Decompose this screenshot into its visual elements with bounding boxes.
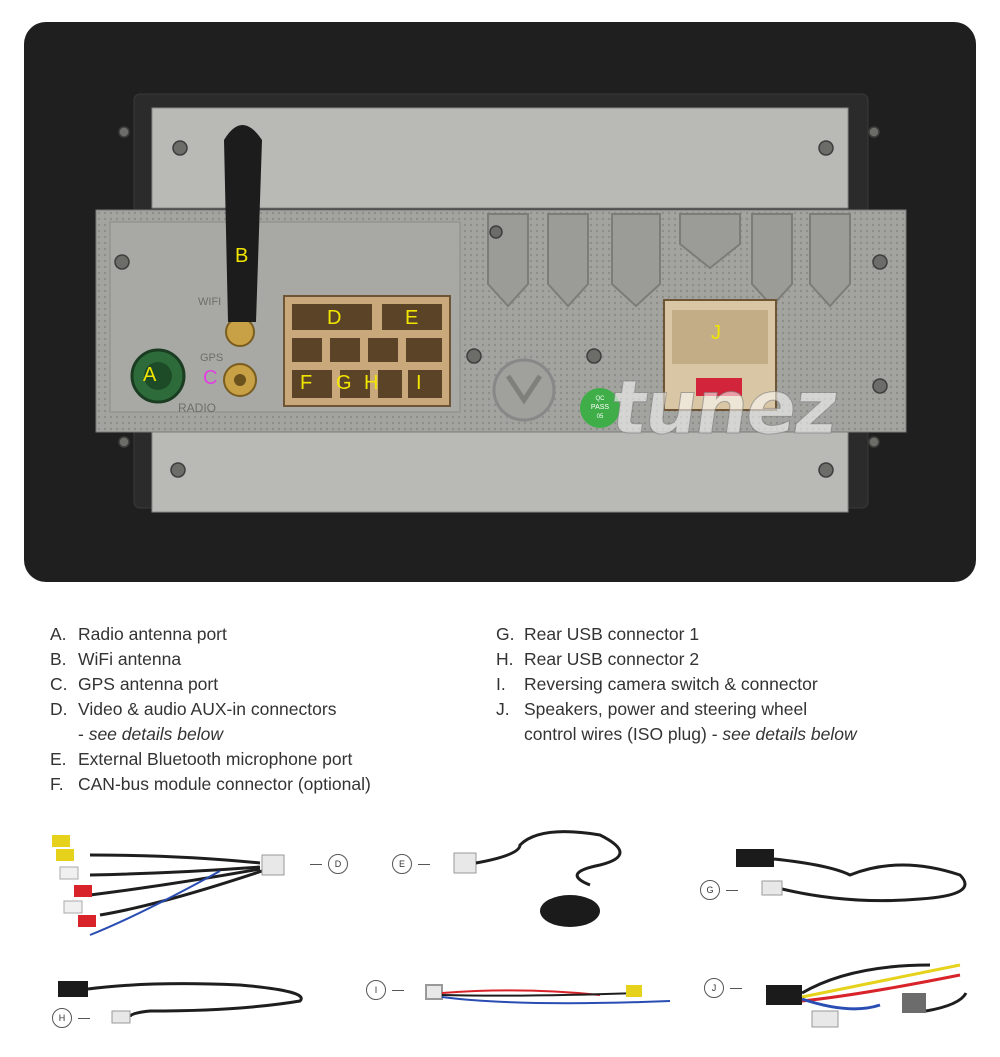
- head-unit-rear-photo: QC PASS 05 WIFI GPS RADIO: [24, 22, 976, 582]
- qc-sticker: [580, 388, 620, 428]
- brand-watermark: tunez: [605, 365, 843, 452]
- photo-label-j: J: [711, 322, 721, 344]
- wifi-antenna-base: [225, 317, 255, 347]
- panel-text-wifi: WIFI: [198, 296, 221, 308]
- legend-item-g: G.Rear USB connector 1: [496, 624, 700, 644]
- legend-item-d: D.Video & audio AUX-in connectors: [50, 699, 337, 719]
- photo-label-h: H: [364, 372, 379, 394]
- rca-harness-image: [52, 835, 285, 936]
- wifi-antenna: [224, 125, 262, 322]
- panel-text-gps: GPS: [200, 352, 223, 364]
- callout-j: J: [704, 978, 748, 998]
- legend-item-d-note: - see details below: [78, 724, 223, 744]
- legend-item-j-note: control wires (ISO plug) - see details b…: [524, 724, 857, 744]
- photo-label-c: C: [203, 367, 218, 389]
- upper-bracket: [151, 107, 849, 209]
- legend-item-e: E.External Bluetooth microphone port: [50, 749, 353, 769]
- iso-harness-image: [766, 963, 968, 1028]
- callout-i: I: [366, 980, 410, 1000]
- lower-bracket: [151, 431, 849, 513]
- cable-images: [52, 830, 968, 1028]
- fuse: [696, 378, 742, 396]
- callout-h: H: [52, 1008, 96, 1028]
- legend-right: G.Rear USB connector 1 H.Rear USB connec…: [496, 622, 857, 747]
- callout-e: E: [392, 854, 436, 874]
- logo-emboss: [492, 358, 556, 422]
- legend-item-h: H.Rear USB connector 2: [496, 649, 700, 669]
- usb-cable-1-image: [736, 849, 967, 903]
- panel-text-radio: RADIO: [178, 401, 216, 415]
- photo-label-g: G: [336, 372, 352, 394]
- legend-item-a: A.Radio antenna port: [50, 624, 227, 644]
- microphone-image: [453, 830, 622, 927]
- legend-left: A.Radio antenna port B.WiFi antenna C.GP…: [50, 622, 371, 797]
- sticker-text-1: QC: [596, 396, 606, 402]
- reverse-camera-cable-image: [425, 984, 671, 1005]
- legend-item-c: C.GPS antenna port: [50, 674, 219, 694]
- photo-label-b: B: [235, 245, 249, 267]
- legend-item-f: F.CAN-bus module connector (optional): [50, 774, 371, 794]
- legend-item-b: B.WiFi antenna: [50, 649, 182, 669]
- callout-g: G: [700, 880, 744, 900]
- screws: [114, 126, 888, 478]
- photo-label-i: I: [416, 372, 422, 394]
- sticker-text-2: PASS: [591, 404, 609, 411]
- photo-label-a: A: [143, 364, 157, 386]
- photo-label-f: F: [300, 372, 313, 394]
- legend-item-i: I.Reversing camera switch & connector: [496, 674, 818, 694]
- callout-d: D: [304, 854, 348, 874]
- usb-cable-2-image: [58, 981, 303, 1024]
- sticker-text-3: 05: [597, 414, 604, 420]
- photo-label-d: D: [327, 307, 342, 329]
- legend-item-j: J.Speakers, power and steering wheel: [496, 699, 808, 719]
- photo-label-e: E: [405, 307, 419, 329]
